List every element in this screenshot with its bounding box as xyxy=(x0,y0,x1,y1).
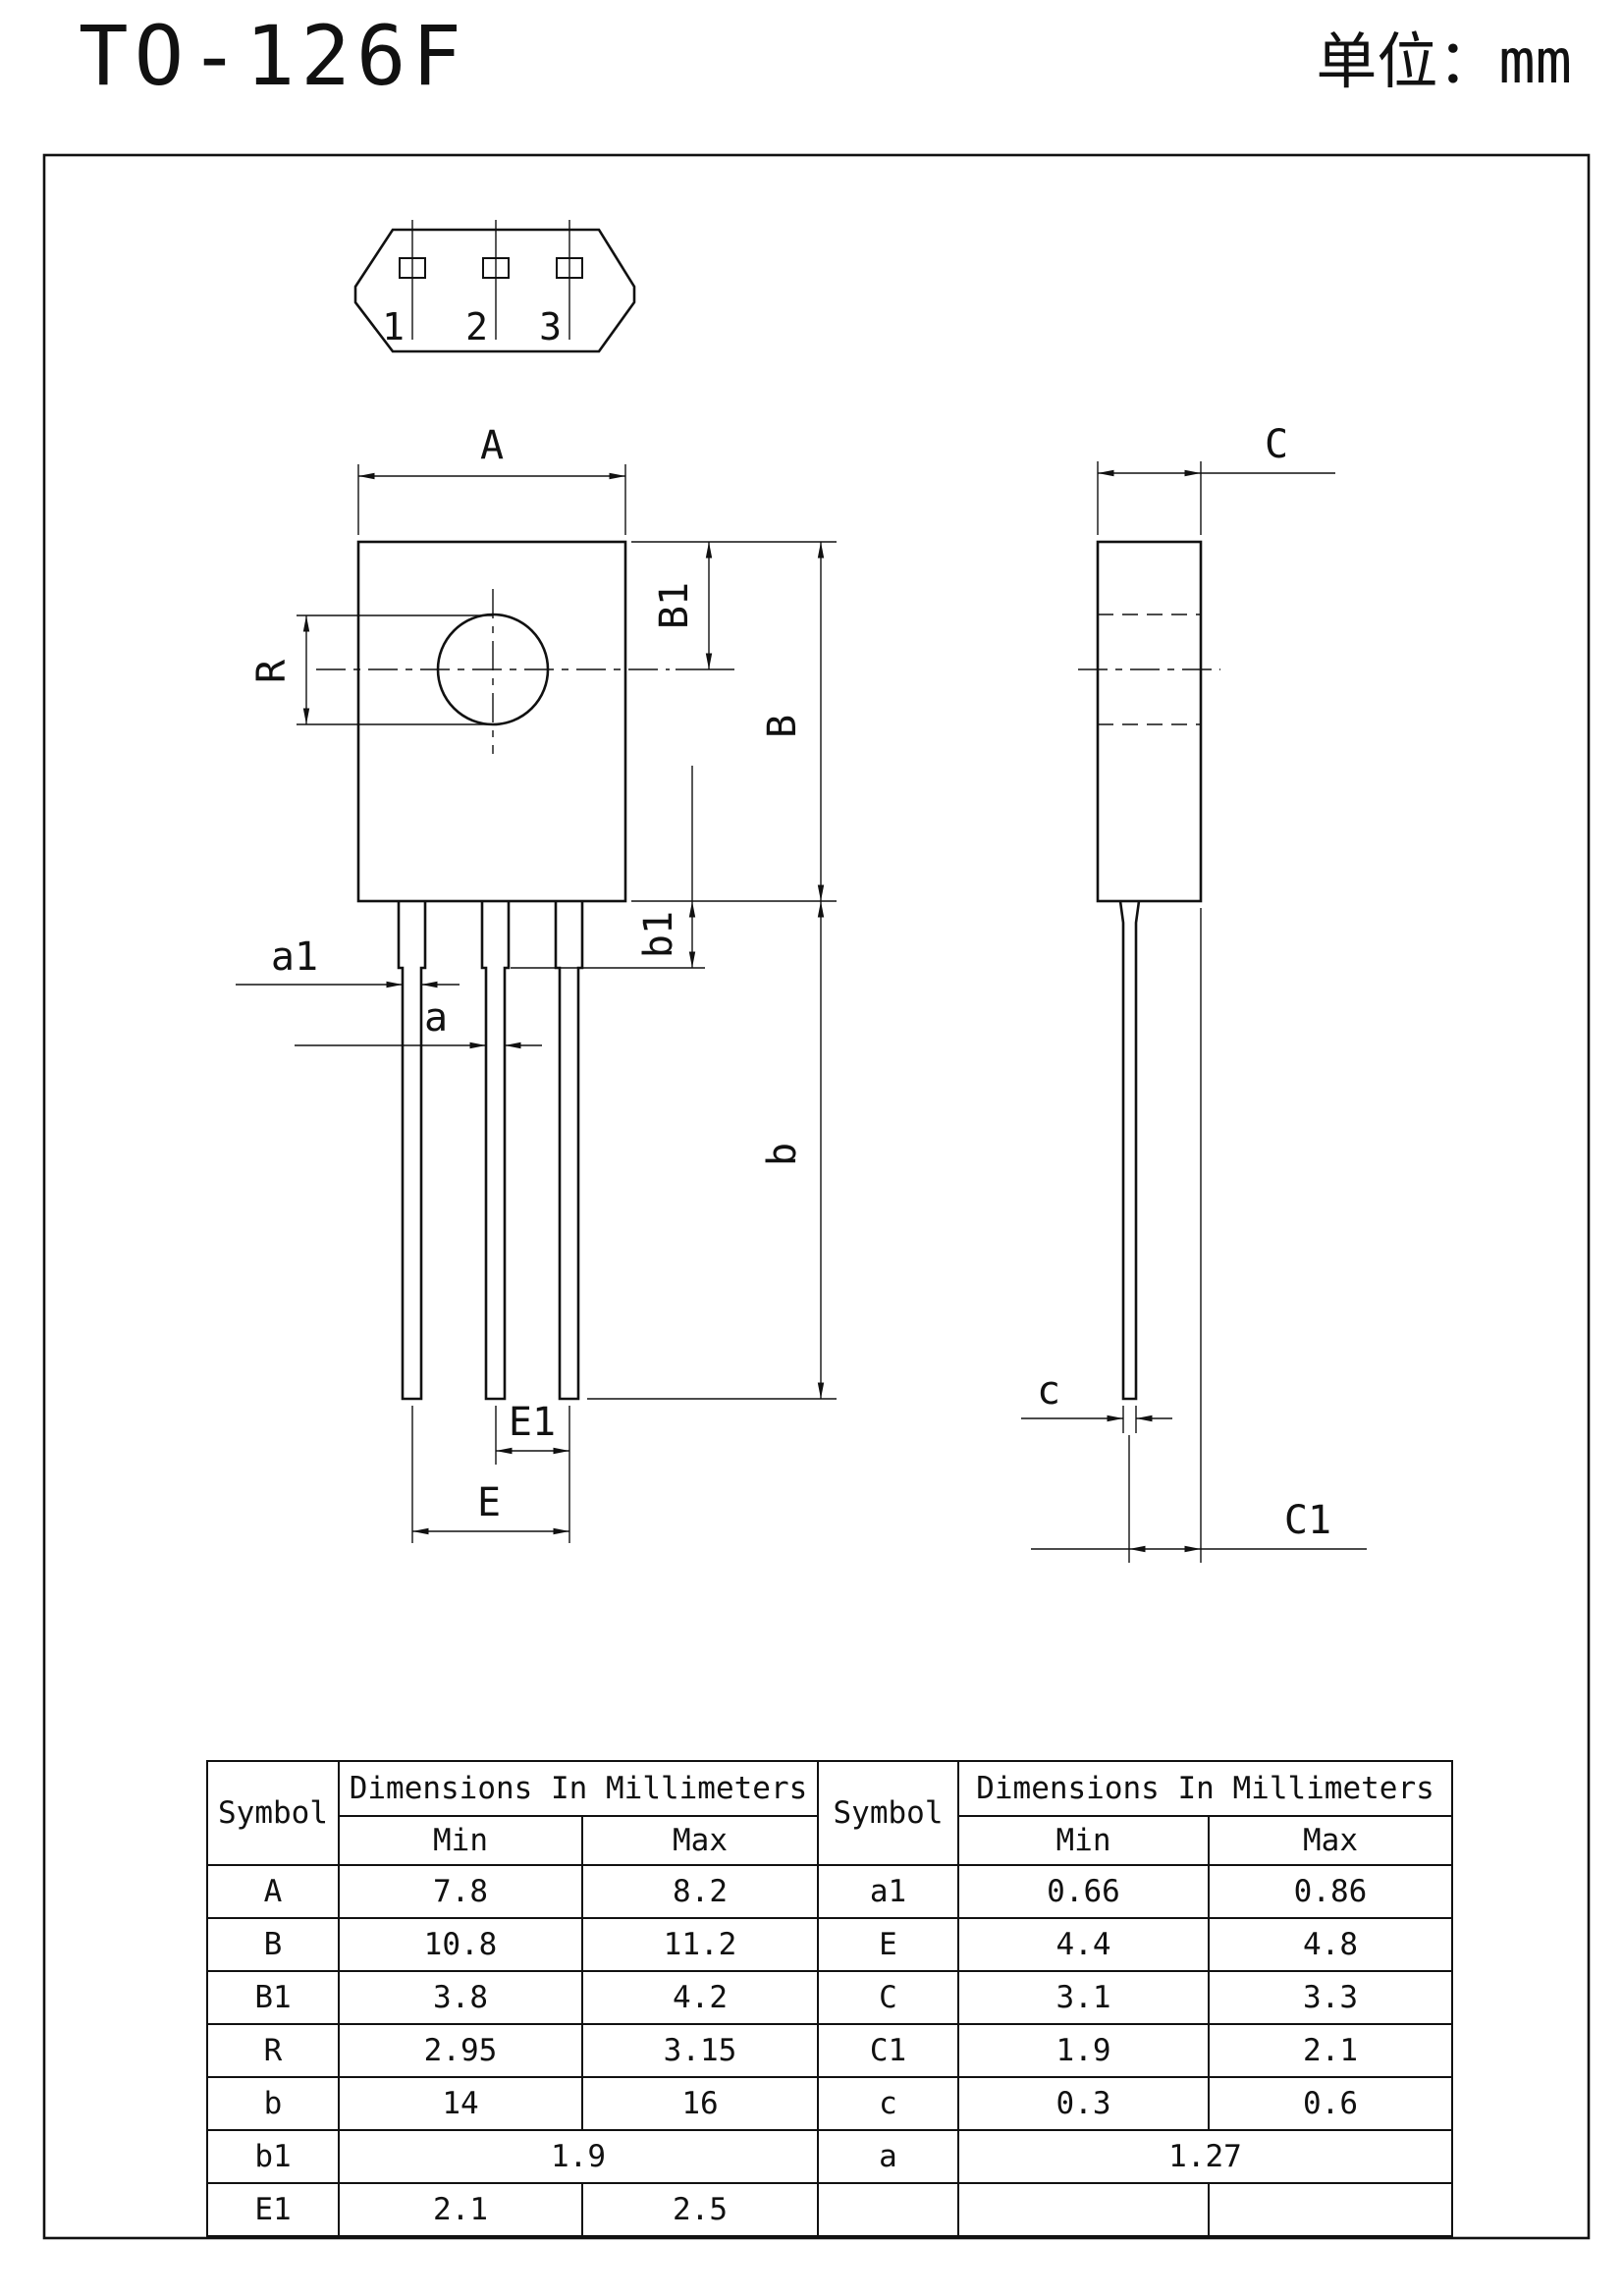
lead-1 xyxy=(397,901,427,1401)
pin-number-1: 1 xyxy=(382,305,405,348)
dimensions-table: Symbol Dimensions In Millimeters Symbol … xyxy=(206,1760,1453,2237)
symbol-cell: a1 xyxy=(817,1864,959,1919)
dim-label-R: R xyxy=(249,659,295,683)
dim-label-B1: B1 xyxy=(652,582,697,629)
symbol-cell: b xyxy=(206,2076,340,2131)
dims-header: Dimensions In Millimeters xyxy=(338,1760,819,1817)
front-view-dimensions: A B1 R B b b1 a1 a E1 xyxy=(236,423,837,1543)
table-row: b1 1.9 a 1.27 xyxy=(206,2129,1453,2184)
symbol-cell: E xyxy=(817,1917,959,1972)
symbol-cell: B1 xyxy=(206,1970,340,2025)
min-cell: 0.3 xyxy=(957,2076,1210,2131)
dim-label-E1: E1 xyxy=(509,1400,556,1445)
min-cell: 0.66 xyxy=(957,1864,1210,1919)
max-cell: 3.3 xyxy=(1208,1970,1453,2025)
min-cell: 3.1 xyxy=(957,1970,1210,2025)
max-cell: 3.15 xyxy=(581,2023,819,2078)
dim-label-c: c xyxy=(1037,1368,1060,1414)
min-cell: 2.1 xyxy=(338,2182,583,2237)
symbol-cell: A xyxy=(206,1864,340,1919)
package-body-front xyxy=(356,540,627,903)
dim-label-B: B xyxy=(760,715,805,738)
table-row: B 10.8 11.2 E 4.4 4.8 xyxy=(206,1917,1453,1972)
pin-1-section xyxy=(399,257,426,279)
dim-label-E: E xyxy=(477,1480,501,1525)
dim-label-b: b xyxy=(760,1143,805,1166)
min-cell: 4.4 xyxy=(957,1917,1210,1972)
min-cell: 3.8 xyxy=(338,1970,583,2025)
package-body-side xyxy=(1096,540,1203,903)
max-cell: 4.2 xyxy=(581,1970,819,2025)
symbol-header: Symbol xyxy=(817,1760,959,1866)
max-cell xyxy=(1208,2182,1453,2237)
symbol-cell: C1 xyxy=(817,2023,959,2078)
lead-2 xyxy=(480,901,511,1401)
symbol-header: Symbol xyxy=(206,1760,340,1866)
dims-header: Dimensions In Millimeters xyxy=(957,1760,1453,1817)
min-cell: 2.95 xyxy=(338,2023,583,2078)
dim-label-C: C xyxy=(1265,422,1288,467)
package-title: TO-126F xyxy=(79,8,468,104)
symbol-cell: b1 xyxy=(206,2129,340,2184)
symbol-cell: E1 xyxy=(206,2182,340,2237)
side-view-dimensions: C c C1 xyxy=(1021,422,1367,1563)
min-header: Min xyxy=(338,1815,583,1866)
pin-number-3: 3 xyxy=(539,305,562,348)
dim-label-C1: C1 xyxy=(1284,1498,1331,1543)
max-cell: 2.1 xyxy=(1208,2023,1453,2078)
table-row: E1 2.1 2.5 xyxy=(206,2182,1453,2237)
min-cell: 10.8 xyxy=(338,1917,583,1972)
dim-label-a: a xyxy=(424,995,448,1041)
dim-label-A: A xyxy=(480,423,504,468)
min-cell: 14 xyxy=(338,2076,583,2131)
merged-value-cell: 1.9 xyxy=(338,2129,819,2184)
side-view xyxy=(1078,540,1220,1401)
dim-label-b1: b1 xyxy=(636,911,681,958)
max-header: Max xyxy=(581,1815,819,1866)
min-cell: 1.9 xyxy=(957,2023,1210,2078)
pin-2-section xyxy=(482,257,510,279)
symbol-cell: R xyxy=(206,2023,340,2078)
table-row: R 2.95 3.15 C1 1.9 2.1 xyxy=(206,2023,1453,2078)
unit-label: 单位：mm xyxy=(1316,26,1572,97)
min-cell: 7.8 xyxy=(338,1864,583,1919)
symbol-cell xyxy=(817,2182,959,2237)
pin-number-2: 2 xyxy=(465,305,488,348)
table-row: A 7.8 8.2 a1 0.66 0.86 xyxy=(206,1864,1453,1919)
table-row: b 14 16 c 0.3 0.6 xyxy=(206,2076,1453,2131)
symbol-cell: C xyxy=(817,1970,959,2025)
max-cell: 2.5 xyxy=(581,2182,819,2237)
symbol-cell: B xyxy=(206,1917,340,1972)
table-row: B1 3.8 4.2 C 3.1 3.3 xyxy=(206,1970,1453,2025)
min-header: Min xyxy=(957,1815,1210,1866)
top-view: 1 2 3 xyxy=(353,220,636,353)
max-cell: 11.2 xyxy=(581,1917,819,1972)
lead-3 xyxy=(554,901,584,1401)
max-cell: 0.86 xyxy=(1208,1864,1453,1919)
max-cell: 0.6 xyxy=(1208,2076,1453,2131)
symbol-cell: a xyxy=(817,2129,959,2184)
front-view xyxy=(316,540,670,1401)
symbol-cell: c xyxy=(817,2076,959,2131)
max-cell: 16 xyxy=(581,2076,819,2131)
merged-value-cell: 1.27 xyxy=(957,2129,1453,2184)
dim-label-a1: a1 xyxy=(271,934,318,980)
max-cell: 8.2 xyxy=(581,1864,819,1919)
table-header-row: Symbol Dimensions In Millimeters Symbol … xyxy=(206,1760,1453,1866)
lead-side xyxy=(1118,900,1141,1401)
drawing-border xyxy=(42,153,1591,2240)
min-cell xyxy=(957,2182,1210,2237)
max-cell: 4.8 xyxy=(1208,1917,1453,1972)
max-header: Max xyxy=(1208,1815,1453,1866)
table-subheader-row: Min Max Min Max xyxy=(207,1815,1453,1866)
pin-3-section xyxy=(556,257,583,279)
